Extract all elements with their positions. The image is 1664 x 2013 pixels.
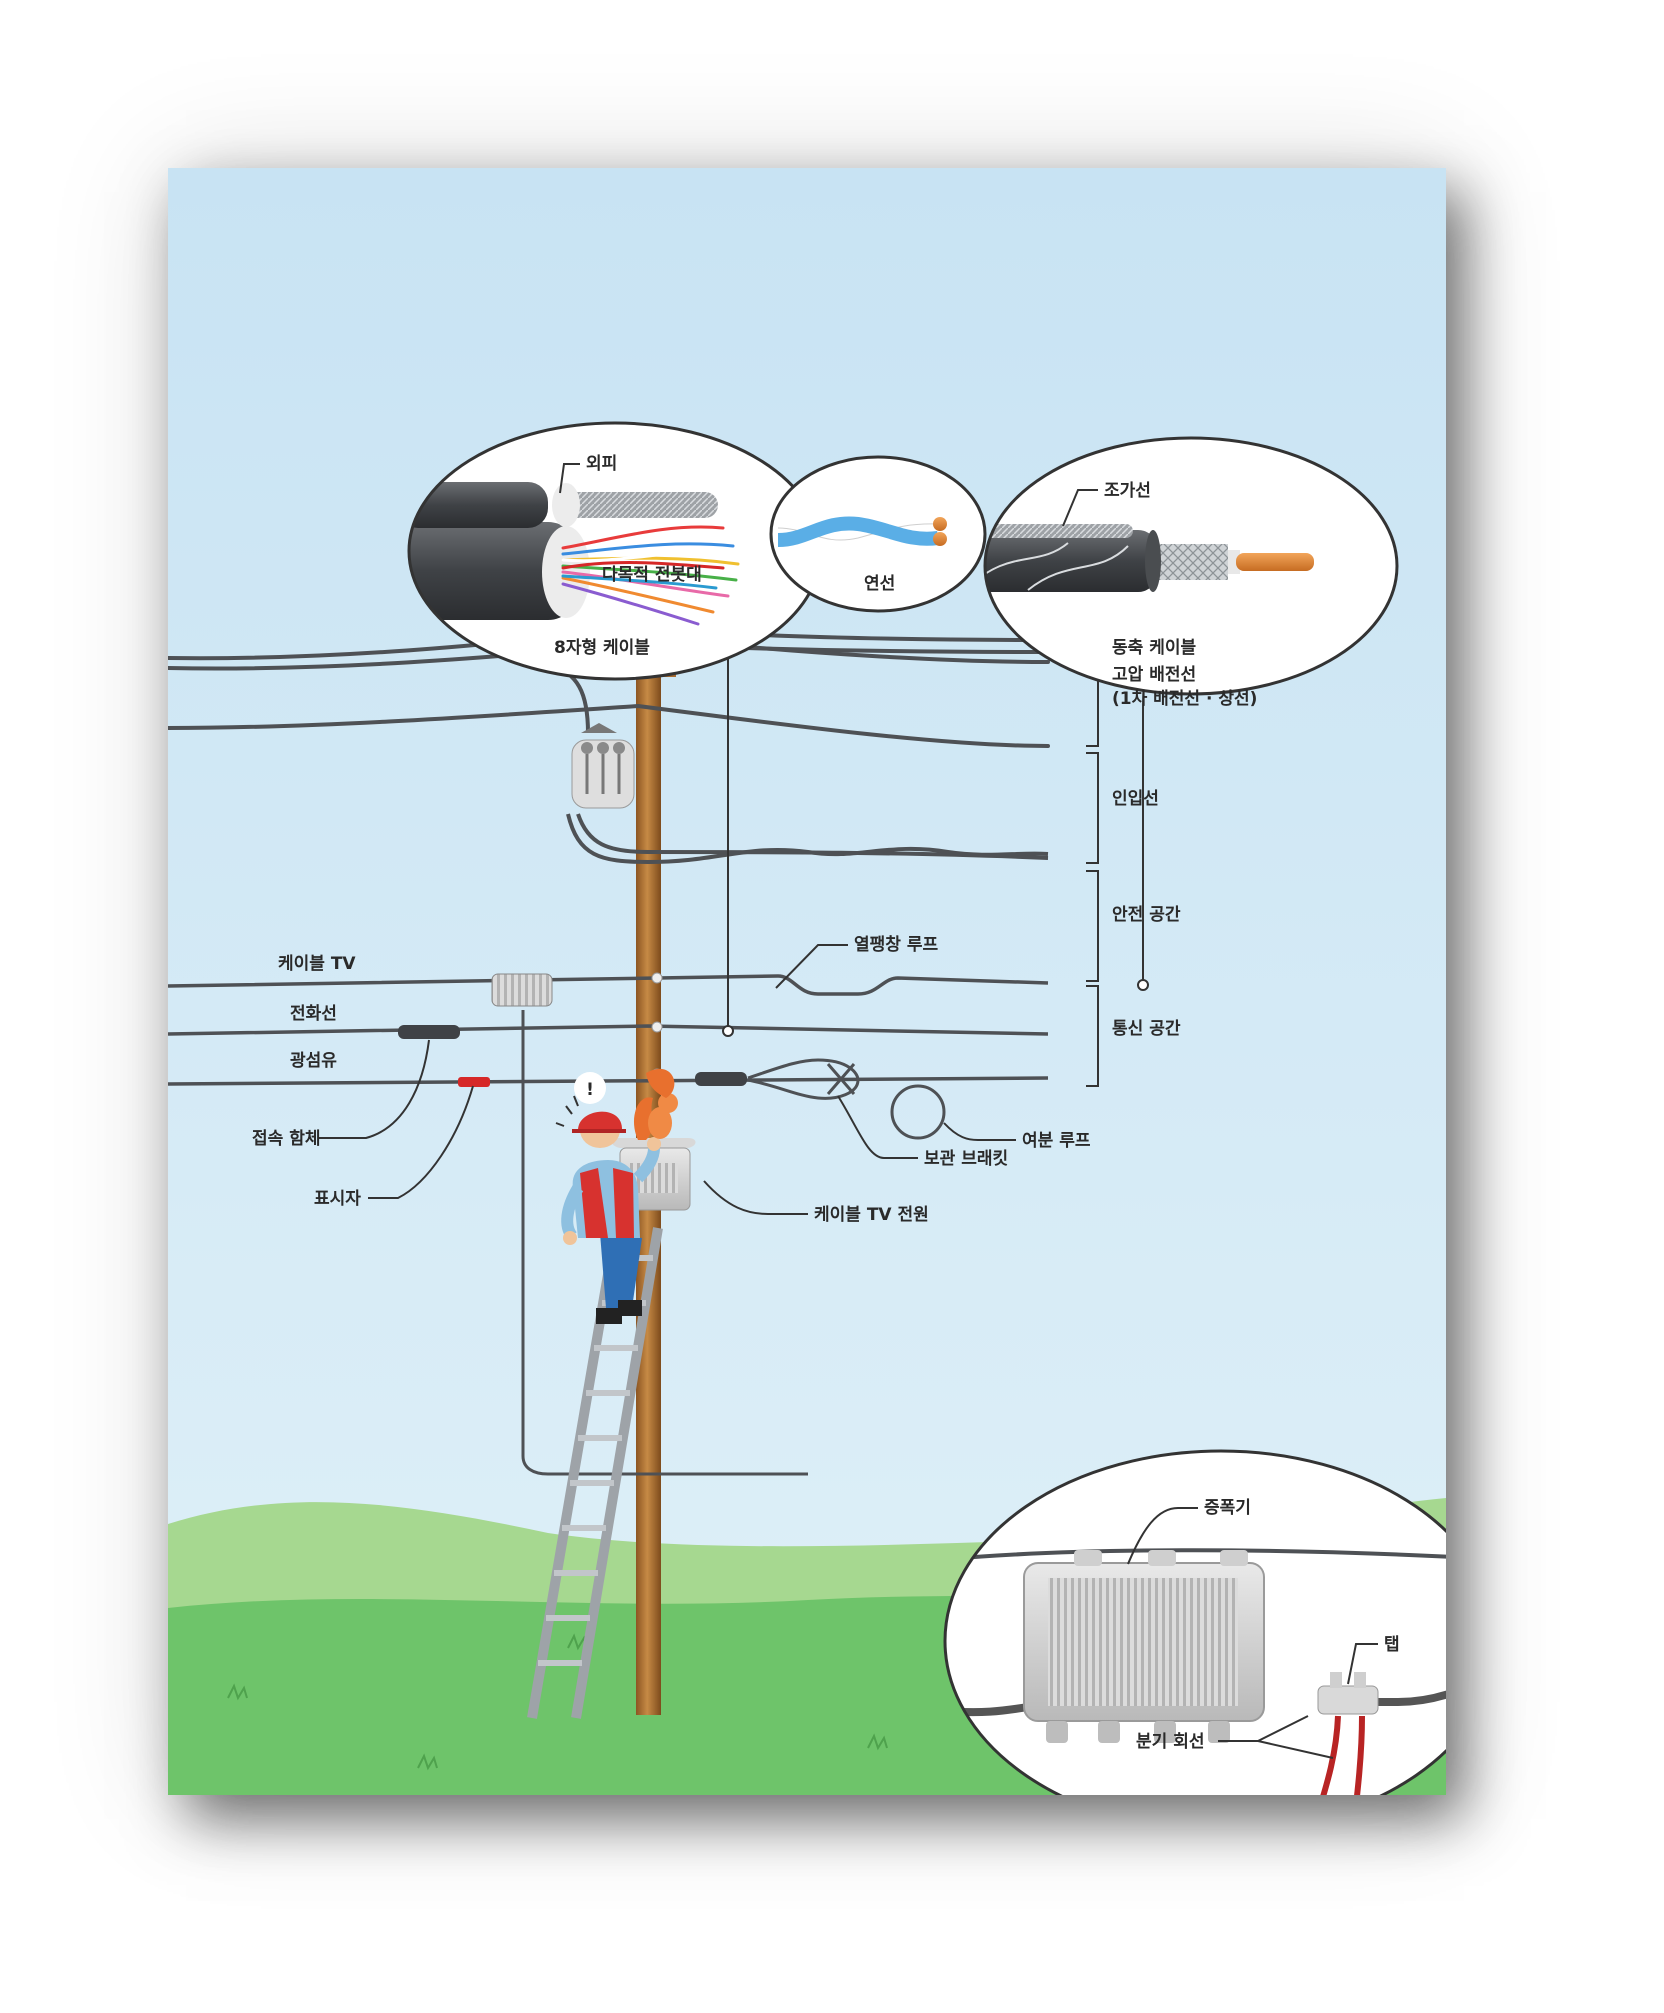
alert-icon: ! bbox=[586, 1080, 594, 1100]
twisted-pair-label: 연선 bbox=[864, 574, 895, 594]
cable-tv-drop-line bbox=[521, 1010, 808, 1476]
optical-fiber-label: 광섬유 bbox=[290, 1051, 337, 1071]
fiber-splice-body bbox=[695, 1072, 747, 1086]
comm-space-label: 통신 공간 bbox=[1112, 1019, 1181, 1039]
cable-tv-power-label: 케이블 TV 전원 bbox=[814, 1205, 929, 1225]
drop-lines-leader bbox=[1218, 1715, 1334, 1759]
service-drop-label: 인입선 bbox=[1112, 789, 1159, 809]
telephone-line bbox=[168, 1024, 1049, 1036]
coaxial-cable-label: 동축 케이블 bbox=[1112, 638, 1196, 658]
cable-tv-splitter-box bbox=[491, 973, 553, 1007]
splice-closure-label: 접속 함체 bbox=[252, 1128, 320, 1149]
splice-closure-body bbox=[398, 1025, 460, 1039]
outer-sheath-leader bbox=[559, 463, 580, 494]
multipurpose-pole-label: 다목적 전봇대 bbox=[602, 565, 702, 585]
utility-pole-diagram: ! 외피 8자형 케이블 bbox=[168, 168, 1446, 1795]
inset-coaxial-cable bbox=[983, 436, 1399, 696]
alert-bubble bbox=[574, 1072, 606, 1104]
comm-lines bbox=[168, 974, 1049, 1086]
worker bbox=[561, 1111, 661, 1324]
storage-bracket-shape bbox=[747, 1058, 946, 1140]
storage-bracket-label: 보관 브래킷 bbox=[924, 1149, 1008, 1169]
messenger-wire-label: 조가선 bbox=[1104, 481, 1151, 501]
pole-mount-transformer bbox=[571, 723, 635, 809]
inset-twisted-pair bbox=[769, 455, 987, 613]
surprise-marks bbox=[555, 1095, 579, 1127]
marker-tag bbox=[458, 1077, 490, 1087]
drop-lines-label: 분기 회선 bbox=[1136, 1732, 1204, 1752]
slack-loop-label: 여분 루프 bbox=[1022, 1131, 1091, 1151]
diagram-frame: ! 외피 8자형 케이블 bbox=[168, 168, 1446, 1795]
space-brackets bbox=[1086, 635, 1099, 1087]
tap-leader bbox=[1347, 1643, 1378, 1685]
marker-label: 표시자 bbox=[314, 1189, 361, 1209]
tap-label: 탭 bbox=[1384, 1635, 1400, 1655]
safety-space-label: 안전 공간 bbox=[1112, 905, 1181, 925]
inset-amplifier bbox=[943, 1449, 1446, 1795]
expansion-loop-label: 열팽창 루프 bbox=[854, 935, 938, 955]
amplifier-label: 증폭기 bbox=[1204, 1498, 1251, 1518]
cable-tv-label: 케이블 TV bbox=[278, 954, 356, 974]
figure8-cable-label: 8자형 케이블 bbox=[554, 637, 650, 658]
outer-sheath-label: 외피 bbox=[586, 454, 617, 474]
telephone-label: 전화선 bbox=[290, 1004, 337, 1024]
high-voltage-label-1: 고압 배전선 bbox=[1112, 664, 1196, 685]
high-voltage-label-2: (1차 배전선 · 상선) bbox=[1112, 689, 1257, 709]
cable-tv-line bbox=[168, 974, 1049, 996]
squirrel bbox=[633, 1068, 678, 1140]
fiber-line bbox=[168, 1076, 1049, 1086]
messenger-wire-leader bbox=[1062, 489, 1098, 527]
amplifier-leader bbox=[1127, 1507, 1198, 1565]
